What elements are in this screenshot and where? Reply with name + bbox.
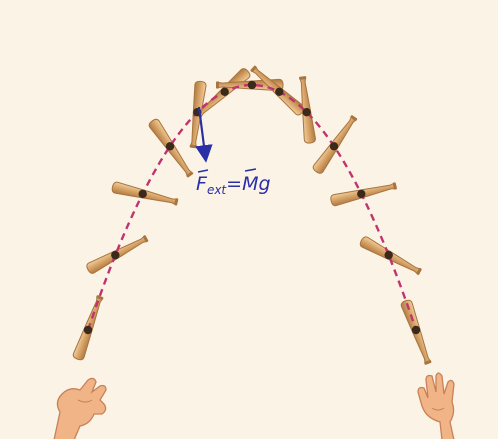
- mass-symbol: M: [242, 173, 258, 195]
- center-of-mass-dot: [139, 190, 147, 198]
- center-of-mass-dot: [385, 251, 393, 259]
- center-of-mass-dot: [221, 88, 229, 96]
- center-of-mass-dot: [412, 326, 420, 334]
- bat-knob: [216, 81, 219, 88]
- center-of-mass-dot: [111, 251, 119, 259]
- center-of-mass-dot: [275, 88, 283, 96]
- center-of-mass-dot: [330, 142, 338, 150]
- center-of-mass-dot: [248, 81, 256, 89]
- equals-sign: =: [226, 173, 242, 195]
- center-of-mass-dot: [84, 326, 92, 334]
- gravity-symbol: g: [258, 173, 270, 195]
- center-of-mass-dot: [303, 108, 311, 116]
- center-of-mass-dot: [357, 190, 365, 198]
- force-subscript: ext: [207, 183, 227, 197]
- center-of-mass-dot: [166, 142, 174, 150]
